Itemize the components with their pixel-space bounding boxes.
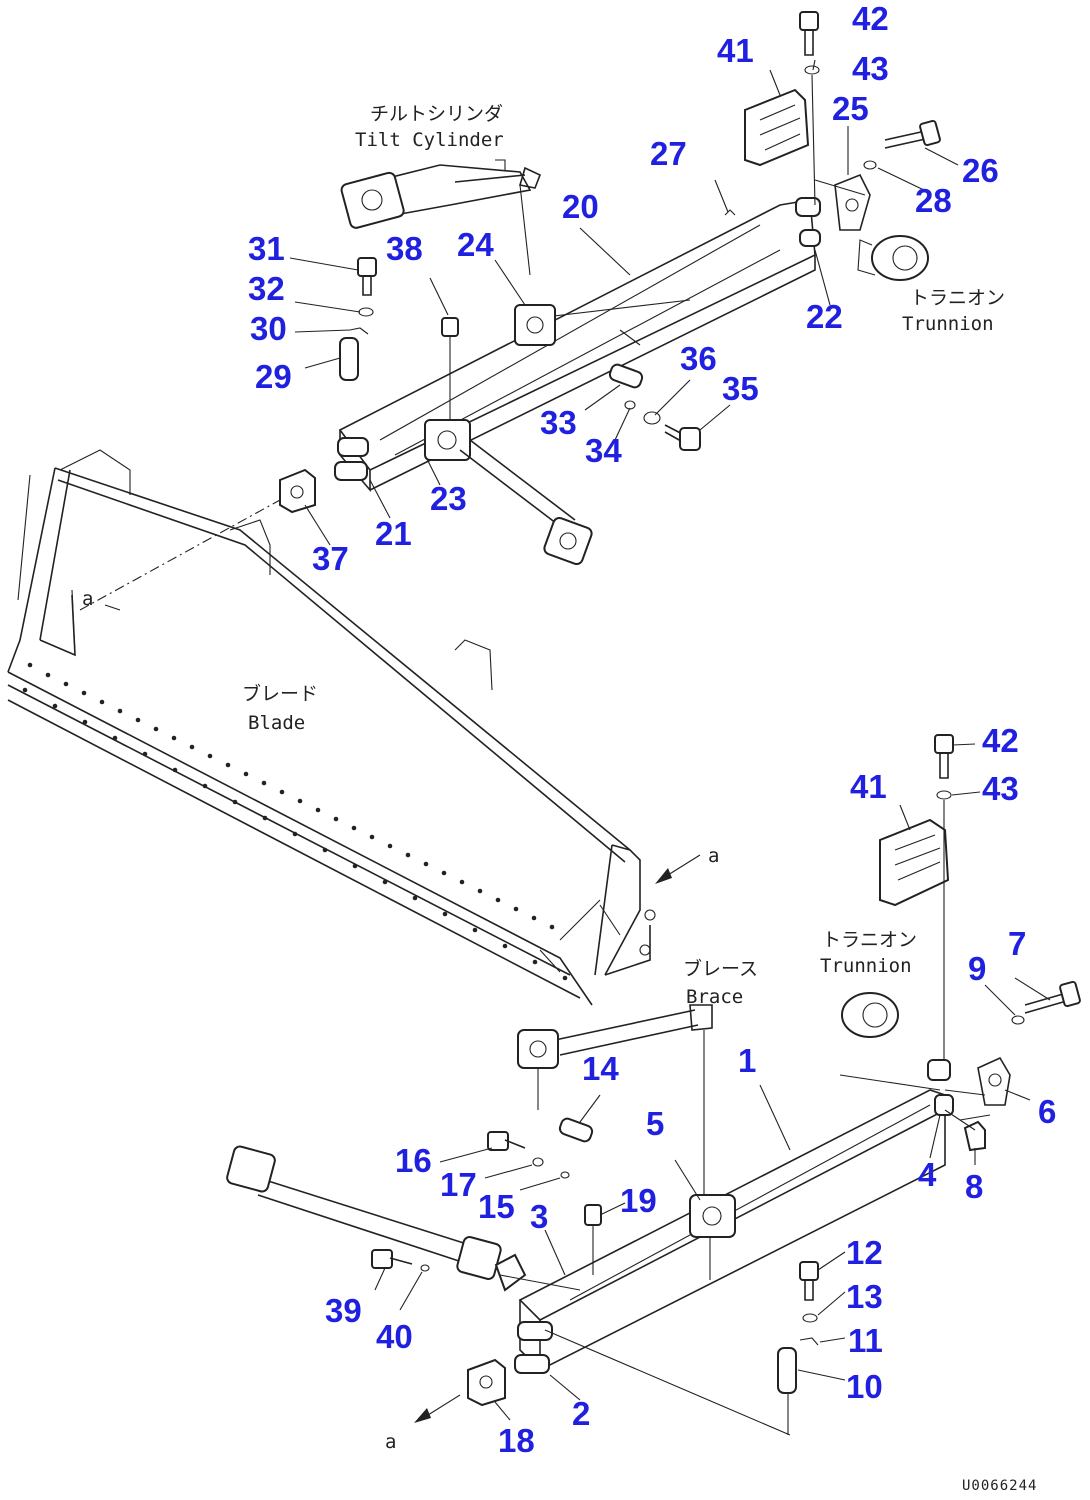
- callout-25: 25: [832, 90, 869, 127]
- brace-label-jp: ブレース: [683, 957, 758, 980]
- blade-label-en: Blade: [248, 712, 305, 734]
- callout-42-bottom: 42: [982, 722, 1019, 759]
- callout-7: 7: [1008, 925, 1026, 962]
- callout-41-top: 41: [717, 32, 754, 69]
- tilt-cylinder-label-en: Tilt Cylinder: [355, 129, 504, 151]
- blade-label-jp: ブレード: [242, 682, 318, 705]
- callout-38: 38: [386, 230, 423, 267]
- ref-a-right: a: [708, 845, 719, 867]
- callout-12: 12: [846, 1234, 883, 1271]
- trunnion-bottom-label-en: Trunnion: [820, 955, 912, 977]
- trunnion-top-label-en: Trunnion: [902, 313, 994, 335]
- callout-16: 16: [395, 1142, 432, 1179]
- callout-2: 2: [572, 1395, 590, 1432]
- callout-10: 10: [846, 1368, 883, 1405]
- callout-31: 31: [248, 230, 285, 267]
- reference-arrows: [104, 604, 701, 1423]
- callout-28: 28: [915, 182, 952, 219]
- callout-3: 3: [530, 1198, 548, 1235]
- callout-34: 34: [585, 432, 622, 469]
- callout-23: 23: [430, 480, 467, 517]
- trunnion-bottom-label-jp: トラニオン: [822, 929, 917, 951]
- callout-43-bottom: 43: [982, 770, 1019, 807]
- callout-32: 32: [248, 270, 285, 307]
- ref-a-top: a: [82, 588, 93, 610]
- callout-9: 9: [968, 950, 986, 987]
- callout-4: 4: [918, 1156, 937, 1193]
- callout-43-top: 43: [852, 50, 889, 87]
- blade-bolt-holes: [22, 662, 568, 981]
- callout-41-bottom: 41: [850, 768, 887, 805]
- callout-21: 21: [375, 515, 412, 552]
- lower-arm-drawing: [226, 734, 1081, 1436]
- callout-30: 30: [250, 310, 287, 347]
- callout-15: 15: [478, 1188, 515, 1225]
- trunnion-top-label-jp: トラニオン: [910, 287, 1005, 309]
- callout-42-top: 42: [852, 0, 889, 37]
- callout-17: 17: [440, 1166, 477, 1203]
- callout-29: 29: [255, 358, 292, 395]
- brace-label-en: Brace: [686, 986, 743, 1008]
- callout-14: 14: [582, 1050, 619, 1087]
- callout-18: 18: [498, 1422, 535, 1459]
- callout-27: 27: [650, 135, 687, 172]
- callout-26: 26: [962, 152, 999, 189]
- callout-40: 40: [376, 1318, 413, 1355]
- callout-numbers: 42 41 43 25 26 27 28 20 31 38 24 32 30 2…: [248, 0, 1056, 1459]
- callout-19: 19: [620, 1182, 657, 1219]
- callout-39: 39: [325, 1292, 362, 1329]
- callout-6: 6: [1038, 1093, 1056, 1130]
- callout-37: 37: [312, 540, 349, 577]
- callout-33: 33: [540, 404, 577, 441]
- callout-20: 20: [562, 188, 599, 225]
- upper-arm-drawing: [279, 11, 941, 566]
- callout-13: 13: [846, 1278, 883, 1315]
- callout-5: 5: [646, 1105, 664, 1142]
- blade-drawing: [7, 449, 656, 1006]
- leader-lines: [79, 59, 1051, 1421]
- callout-36: 36: [680, 340, 717, 377]
- callout-22: 22: [806, 298, 843, 335]
- tilt-cylinder-label-jp: チルトシリンダ: [370, 103, 503, 125]
- callout-35: 35: [722, 370, 759, 407]
- callout-24: 24: [457, 226, 494, 263]
- callout-8: 8: [965, 1168, 983, 1205]
- ref-a-bottom: a: [385, 1431, 396, 1453]
- callout-1: 1: [738, 1042, 756, 1079]
- callout-11: 11: [848, 1322, 883, 1359]
- drawing-code: U0066244: [962, 1478, 1037, 1494]
